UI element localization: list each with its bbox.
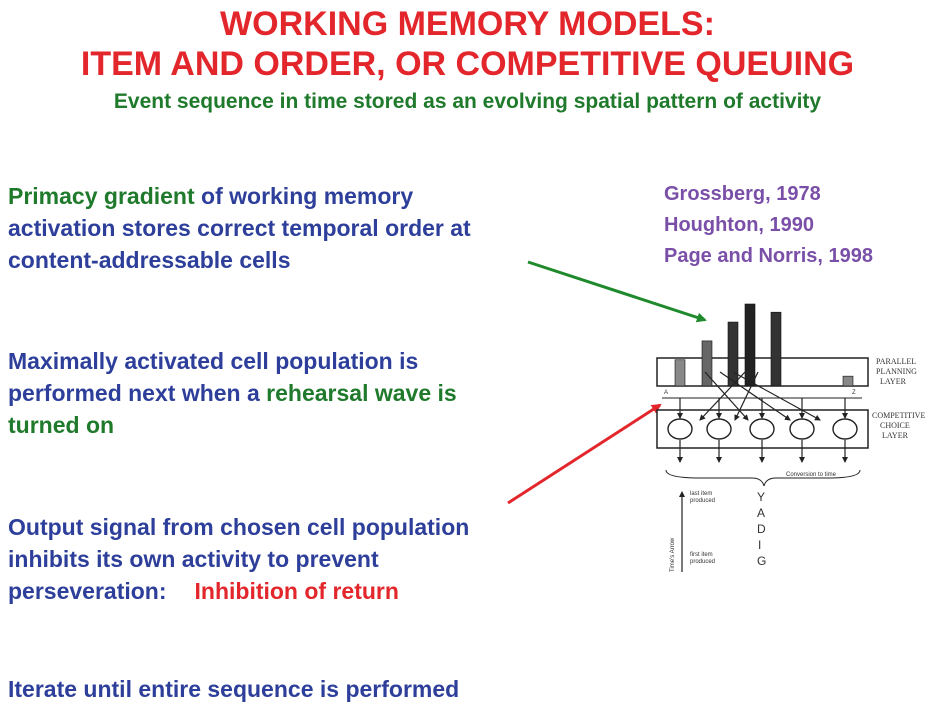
time-axis-label: Time's Arrow — [670, 537, 676, 572]
node-label-z: Z — [852, 390, 856, 396]
svg-text:first item: first item — [690, 552, 713, 558]
title-line-2: ITEM AND ORDER, OR COMPETITIVE QUEUING — [80, 45, 855, 83]
svg-text:LAYER: LAYER — [882, 431, 909, 440]
reference-grossberg: Grossberg, 1978 — [664, 183, 821, 205]
svg-text:produced: produced — [690, 498, 715, 504]
p1-line1-rest: of working memory — [194, 183, 414, 209]
p4-line1: Iterate until entire sequence is perform… — [8, 676, 460, 702]
node-label-a: A — [664, 390, 668, 396]
activation-bar — [701, 340, 713, 387]
paragraph-primacy-gradient: Primacy gradient of working memory activ… — [8, 180, 471, 276]
cross-connections — [699, 371, 821, 421]
subtitle: Event sequence in time stored as an evol… — [113, 90, 822, 113]
activation-bars — [674, 303, 854, 387]
red-pointer-arrow — [507, 403, 662, 505]
svg-text:Y: Y — [757, 490, 765, 504]
choice-node — [832, 418, 858, 440]
p1-line2: activation stores correct temporal order… — [8, 215, 471, 241]
p2-line2-pre: performed next when a — [8, 380, 267, 406]
svg-text:I: I — [758, 538, 761, 552]
p2-line3: turned on — [8, 412, 115, 438]
title-line-1: WORKING MEMORY MODELS: — [220, 5, 715, 43]
choice-node — [706, 418, 732, 440]
svg-text:PLANNING: PLANNING — [876, 367, 917, 376]
green-pointer-arrow — [527, 260, 707, 323]
activation-bar — [674, 359, 686, 387]
choice-nodes — [667, 398, 858, 463]
choice-node — [667, 418, 693, 440]
choice-node — [789, 418, 815, 440]
planning-layer-label: PARALLEL PLANNING LAYER — [876, 357, 917, 386]
svg-text:CHOICE: CHOICE — [880, 421, 910, 430]
choice-node — [749, 418, 775, 440]
paragraph-rehearsal-wave: Maximally activated cell population is p… — [8, 345, 457, 441]
activation-bar — [744, 303, 756, 387]
svg-text:last item: last item — [690, 491, 712, 497]
svg-text:D: D — [757, 522, 766, 536]
activation-bar — [727, 321, 739, 387]
planning-layer-box — [656, 357, 869, 387]
svg-text:PARALLEL: PARALLEL — [876, 357, 916, 366]
sequence-letters: Y A D I G — [757, 490, 766, 568]
rehearsal-wave-term: rehearsal wave is — [266, 380, 457, 406]
conversion-label: Conversion to time — [786, 472, 837, 478]
activation-bar — [770, 311, 782, 387]
svg-text:A: A — [757, 506, 765, 520]
conversion-brace — [665, 469, 861, 487]
choice-layer-label: COMPETITIVE CHOICE LAYER — [872, 411, 925, 440]
reference-houghton: Houghton, 1990 — [664, 214, 815, 236]
activation-bar — [842, 375, 854, 387]
primacy-gradient-term: Primacy gradient — [8, 183, 195, 209]
paragraph-inhibition: Output signal from chosen cell populatio… — [8, 511, 469, 607]
svg-text:COMPETITIVE: COMPETITIVE — [872, 411, 925, 420]
p3-line1: Output signal from chosen cell populatio… — [8, 514, 470, 540]
p1-line3: content-addressable cells — [8, 247, 291, 273]
svg-text:G: G — [757, 554, 766, 568]
p3-line2: inhibits its own activity to prevent — [8, 546, 379, 572]
reference-page-norris: Page and Norris, 1998 — [664, 245, 873, 267]
inhibition-of-return-term: Inhibition of return — [194, 578, 399, 604]
last-item-label: last item produced — [690, 491, 715, 504]
svg-text:LAYER: LAYER — [880, 377, 907, 386]
paragraph-iterate: Iterate until entire sequence is perform… — [8, 673, 459, 705]
first-item-label: first item produced — [690, 552, 715, 565]
svg-text:produced: produced — [690, 559, 715, 565]
p2-line1: Maximally activated cell population is — [8, 348, 419, 374]
p3-line3-pre: perseveration: — [8, 578, 167, 604]
